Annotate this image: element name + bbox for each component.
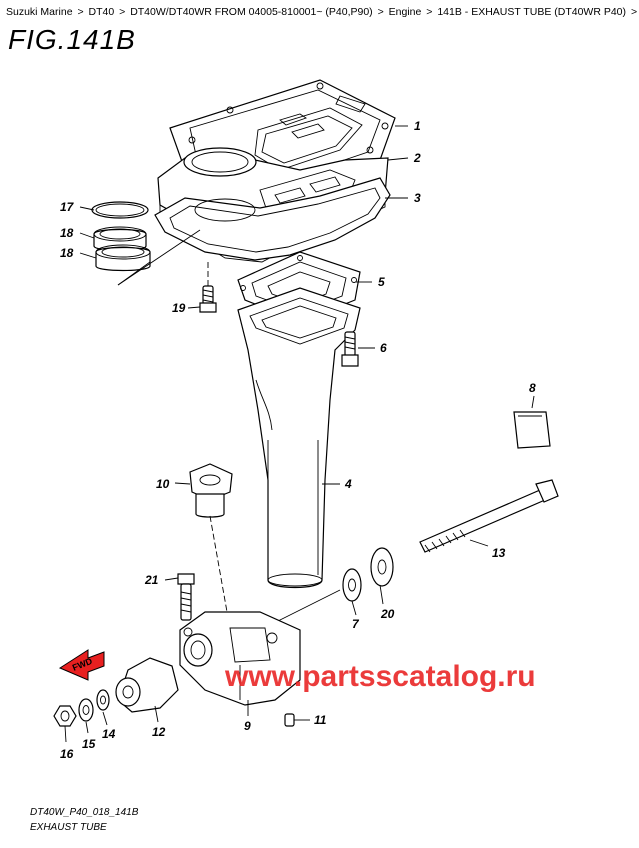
part-3-gasket[interactable] [154, 177, 391, 261]
exploded-parts-diagram: FWD 1 2 3 4 5 6 7 8 9 10 11 [53, 79, 559, 761]
part-9-bracket[interactable] [179, 611, 301, 706]
callout-21[interactable]: 21 [144, 573, 159, 587]
callout-2[interactable]: 2 [413, 151, 421, 165]
callout-10[interactable]: 10 [156, 477, 170, 491]
callout-3[interactable]: 3 [414, 191, 421, 205]
callout-19[interactable]: 19 [172, 301, 186, 315]
fwd-arrow-icon: FWD [58, 649, 105, 681]
callout-17[interactable]: 17 [60, 200, 75, 214]
breadcrumb-item-model[interactable]: DT40W/DT40WR FROM 04005-810001~ (P40,P90… [130, 6, 373, 18]
breadcrumb-item-current: 141B - EXHAUST TUBE (DT40WR P40) [437, 6, 627, 18]
part-7-washer[interactable] [342, 568, 362, 602]
part-10-plug[interactable] [189, 463, 233, 518]
page: Suzuki Marine > DT40 > DT40W/DT40WR FROM… [6, 6, 638, 833]
callout-12[interactable]: 12 [152, 725, 166, 739]
callout-4[interactable]: 4 [344, 477, 352, 491]
callout-5[interactable]: 5 [378, 275, 385, 289]
part-21-bolt[interactable] [177, 573, 195, 621]
callout-11[interactable]: 11 [314, 713, 327, 727]
callout-16[interactable]: 16 [60, 747, 74, 761]
part-20-washer[interactable] [370, 547, 394, 587]
breadcrumb-separator: > [630, 6, 638, 18]
part-14-washer[interactable] [96, 689, 110, 711]
part-17-o-ring[interactable] [91, 201, 149, 219]
callout-18-upper[interactable]: 18 [60, 226, 74, 240]
breadcrumb-item-suzuki-marine[interactable]: Suzuki Marine [6, 6, 73, 18]
figure-name: EXHAUST TUBE [30, 822, 107, 833]
callout-20[interactable]: 20 [380, 607, 395, 621]
part-13-long-bolt[interactable] [419, 479, 559, 553]
part-11-pin[interactable] [284, 713, 295, 727]
part-19-bolt[interactable] [199, 285, 217, 313]
breadcrumb-separator: > [426, 6, 433, 18]
callout-13[interactable]: 13 [492, 546, 506, 560]
breadcrumb: Suzuki Marine > DT40 > DT40W/DT40WR FROM… [6, 6, 639, 19]
breadcrumb-separator: > [77, 6, 84, 18]
watermark: www.partsscatalog.ru [225, 660, 536, 693]
part-8-cap[interactable] [513, 411, 551, 449]
part-6-bolt[interactable] [341, 331, 359, 367]
breadcrumb-separator: > [119, 6, 126, 18]
callout-14[interactable]: 14 [102, 727, 116, 741]
breadcrumb-item-engine[interactable]: Engine [388, 6, 422, 18]
part-15-washer[interactable] [78, 698, 94, 722]
breadcrumb-item-dt40[interactable]: DT40 [88, 6, 115, 18]
figure-title: FIG.141B [8, 24, 136, 55]
callout-6[interactable]: 6 [380, 341, 387, 355]
callout-8[interactable]: 8 [529, 381, 536, 395]
part-18-seal-lower[interactable] [95, 244, 151, 272]
callout-15[interactable]: 15 [82, 737, 96, 751]
callout-7[interactable]: 7 [352, 617, 360, 631]
part-16-nut[interactable] [53, 705, 77, 727]
callout-9[interactable]: 9 [244, 719, 251, 733]
part-12-mount[interactable] [115, 657, 179, 713]
part-4-exhaust-tube[interactable] [237, 287, 361, 589]
figure-code: DT40W_P40_018_141B [30, 807, 139, 818]
callout-18-lower[interactable]: 18 [60, 246, 74, 260]
breadcrumb-separator: > [377, 6, 384, 18]
callout-1[interactable]: 1 [414, 119, 421, 133]
